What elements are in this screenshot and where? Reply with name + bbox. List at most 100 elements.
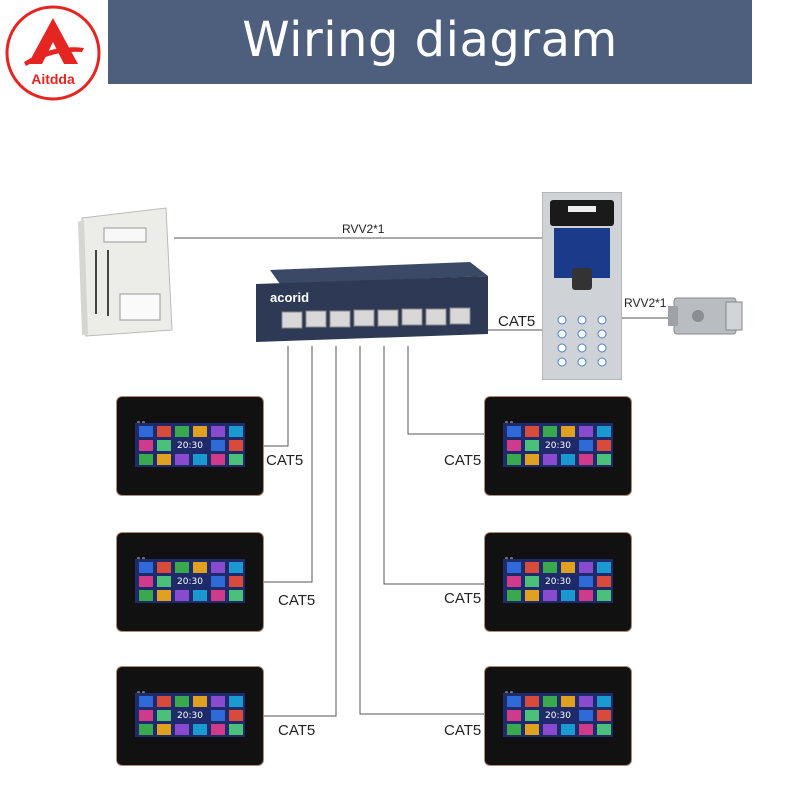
- app-tile-icon: [561, 696, 575, 707]
- logo-text: Aitdda: [31, 71, 75, 87]
- monitor-screen: [135, 693, 245, 737]
- label-cat5-left-3: CAT5: [278, 722, 316, 739]
- app-tile-icon: [597, 724, 611, 735]
- app-tile-icon: [579, 696, 593, 707]
- app-tile-icon: [157, 710, 171, 721]
- app-tile-icon: [507, 724, 521, 735]
- app-tile-icon: [229, 440, 243, 451]
- page-title: Wiring diagram: [242, 12, 618, 68]
- switch-brand: acorid: [270, 290, 309, 305]
- app-tile-icon: [507, 562, 521, 573]
- app-tile-icon: [175, 590, 189, 601]
- app-tile-icon: [175, 724, 189, 735]
- label-cat5-right-1: CAT5: [444, 452, 482, 469]
- app-tile-icon: [579, 454, 593, 465]
- app-tile-icon: [525, 576, 539, 587]
- app-tile-icon: [139, 710, 153, 721]
- app-tile-icon: [579, 576, 593, 587]
- monitor-screen: [503, 693, 613, 737]
- app-tile-icon: [229, 562, 243, 573]
- app-tile-icon: [139, 562, 153, 573]
- camera-icon: [505, 547, 517, 560]
- label-rvv-psu: RVV2*1: [342, 222, 385, 236]
- monitor-clock: 20:30: [545, 441, 571, 451]
- app-tile-icon: [157, 576, 171, 587]
- app-tile-icon: [139, 426, 153, 437]
- app-tile-icon: [597, 426, 611, 437]
- cat5-wire-left-1: [264, 346, 289, 447]
- label-cat5-right-2: CAT5: [444, 590, 482, 607]
- app-tile-icon: [157, 696, 171, 707]
- poe-switch-icon: acorid: [256, 262, 488, 342]
- app-tile-icon: [597, 576, 611, 587]
- app-tile-icon: [561, 426, 575, 437]
- app-tile-icon: [193, 696, 207, 707]
- app-tile-icon: [157, 426, 171, 437]
- app-tile-icon: [525, 590, 539, 601]
- monitor-clock: 20:30: [177, 577, 203, 587]
- monitor-clock: 20:30: [177, 441, 203, 451]
- app-tile-icon: [139, 724, 153, 735]
- label-rvv-lock: RVV2*1: [624, 296, 667, 310]
- app-tile-icon: [175, 454, 189, 465]
- app-tile-icon: [507, 426, 521, 437]
- app-tile-icon: [193, 454, 207, 465]
- app-tile-icon: [157, 454, 171, 465]
- app-tile-icon: [157, 440, 171, 451]
- app-tile-icon: [543, 724, 557, 735]
- monitor-clock: 20:30: [545, 577, 571, 587]
- app-tile-icon: [525, 724, 539, 735]
- app-tile-icon: [211, 440, 225, 451]
- app-tile-icon: [211, 696, 225, 707]
- app-tile-icon: [139, 576, 153, 587]
- power-supply-icon: [78, 207, 173, 337]
- app-tile-icon: [175, 426, 189, 437]
- app-tile-icon: [229, 696, 243, 707]
- app-tile-icon: [507, 576, 521, 587]
- app-tile-icon: [157, 562, 171, 573]
- indoor-monitor: 20:30: [484, 532, 632, 632]
- app-tile-icon: [597, 710, 611, 721]
- app-tile-icon: [229, 454, 243, 465]
- app-tile-icon: [543, 562, 557, 573]
- app-tile-icon: [579, 710, 593, 721]
- app-tile-icon: [211, 426, 225, 437]
- app-tile-icon: [579, 724, 593, 735]
- camera-icon: [505, 681, 517, 694]
- app-tile-icon: [561, 454, 575, 465]
- cat5-wire-left-3: [264, 346, 337, 717]
- cat5-wire-right-3: [359, 346, 484, 715]
- app-tile-icon: [175, 696, 189, 707]
- app-tile-icon: [139, 696, 153, 707]
- app-tile-icon: [507, 590, 521, 601]
- label-cat5-left-2: CAT5: [278, 592, 316, 609]
- monitor-screen: [503, 559, 613, 603]
- title-banner: Wiring diagram: [108, 0, 752, 84]
- monitor-clock: 20:30: [177, 711, 203, 721]
- app-tile-icon: [193, 426, 207, 437]
- electric-lock-icon: [668, 297, 743, 335]
- app-tile-icon: [579, 426, 593, 437]
- app-tile-icon: [229, 576, 243, 587]
- app-tile-icon: [597, 590, 611, 601]
- app-tile-icon: [525, 562, 539, 573]
- label-cat5-outdoor: CAT5: [498, 313, 536, 330]
- app-tile-icon: [229, 710, 243, 721]
- app-tile-icon: [525, 426, 539, 437]
- app-tile-icon: [229, 426, 243, 437]
- camera-icon: [137, 411, 149, 424]
- monitor-clock: 20:30: [545, 711, 571, 721]
- camera-icon: [137, 547, 149, 560]
- app-tile-icon: [507, 440, 521, 451]
- indoor-monitor: 20:30: [116, 532, 264, 632]
- app-tile-icon: [157, 590, 171, 601]
- app-tile-icon: [211, 590, 225, 601]
- door-station-icon: [542, 192, 622, 380]
- aitdda-logo: Aitdda: [5, 5, 101, 101]
- app-tile-icon: [543, 696, 557, 707]
- app-tile-icon: [543, 426, 557, 437]
- label-cat5-right-3: CAT5: [444, 722, 482, 739]
- app-tile-icon: [211, 576, 225, 587]
- app-tile-icon: [597, 562, 611, 573]
- app-tile-icon: [525, 710, 539, 721]
